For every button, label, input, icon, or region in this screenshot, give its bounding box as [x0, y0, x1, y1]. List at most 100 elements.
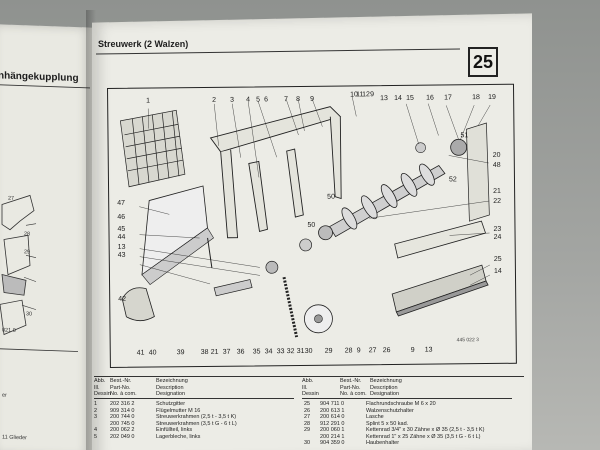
callout-bottom-40: 40 — [149, 349, 157, 356]
callout-top-3: 3 — [230, 97, 234, 104]
callout-bottom-13: 13 — [425, 347, 433, 354]
hdr-nocom-2: No. à com. — [340, 391, 367, 397]
table-row-left-row-part: 202 316 2 — [110, 401, 135, 407]
roller-guard-board — [391, 220, 489, 317]
table-row-right-row-desc: Splint 5 x 50 kad. — [366, 420, 409, 427]
callout-bottom-37: 37 — [223, 349, 231, 356]
callout-left-46: 46 — [117, 214, 125, 221]
callout-top-17: 17 — [444, 94, 452, 101]
diagram-drawing: 1234567891011129131415161718192048212223… — [117, 91, 502, 357]
callout-top-4: 4 — [246, 97, 250, 104]
callout-top-14: 14 — [394, 95, 402, 102]
callout-top-15: 15 — [406, 95, 414, 102]
hdr-abb: Abb. — [94, 378, 106, 384]
hdr-description-2: Description — [370, 384, 398, 391]
col-no-header: Abb. Ill. Dessin — [94, 378, 111, 398]
callout-right-21: 21 — [493, 188, 501, 195]
hdr-bestnr: Best.-Nr. — [110, 378, 132, 384]
leader-lines — [139, 96, 491, 286]
auger-roller — [328, 163, 446, 238]
table-header-rule-left — [94, 398, 294, 399]
callout-bottom-21: 21 — [211, 349, 219, 356]
table-row-left-row-part: 200 062 2 — [110, 427, 135, 433]
left-ref-drawing: 021 0 — [2, 327, 16, 334]
callout-right-20: 20 — [493, 152, 501, 159]
callout-bottom-41: 41 — [137, 350, 145, 357]
table-row-right-row-part: 200 613 1 — [320, 407, 345, 414]
table-row-right-row-part: 912 291 0 — [320, 420, 345, 427]
callout-mid-50: 50 — [307, 222, 315, 229]
table-row-right-row-no: 25 — [304, 401, 311, 407]
table-header-rule-right — [302, 398, 512, 399]
callout-top-9: 9 — [370, 91, 374, 98]
callout-bottom-31: 31 — [297, 348, 305, 355]
book-gutter — [86, 10, 96, 450]
callout-bottom-9: 9 — [411, 347, 415, 354]
callout-top-5: 5 — [256, 96, 260, 103]
callout-top-6: 6 — [264, 96, 268, 103]
table-row-right-row-no: 26 — [304, 407, 311, 414]
callout-left-44: 44 — [118, 234, 126, 241]
col-desc-header-2: Bezeichnung Description Designation — [370, 378, 402, 398]
col-no-header-2: Abb. Ill. Dessin — [302, 378, 319, 398]
callout-top-18: 18 — [472, 94, 480, 101]
table-row-left-row-part: 202 049 0 — [110, 433, 135, 440]
table-row-right-row-part: 904 711 0 — [320, 401, 345, 407]
callout-top-2: 2 — [212, 97, 216, 104]
callout-bottom-33: 33 — [277, 348, 285, 355]
hdr-nocom: No. à com. — [110, 391, 137, 397]
left-ref-28: 28 — [24, 231, 31, 238]
hdr-bestnr-2: Best.-Nr. — [340, 378, 362, 384]
callout-mid-51: 51 — [460, 132, 468, 139]
table-row-right-row-part: 200 060 1 — [320, 427, 345, 433]
callout-bottom-34: 34 — [265, 348, 273, 355]
hdr-bezeichnung: Bezeichnung — [156, 378, 188, 384]
hdr-ill: Ill. — [94, 384, 100, 391]
section-title: Streuwerk (2 Walzen) — [98, 39, 189, 49]
chain-hood — [121, 287, 155, 322]
callout-top-13: 13 — [380, 95, 388, 102]
table-row-right-row-desc: Kettenrad 1" x 25 Zähne x Ø 35 (3,5 t G … — [366, 433, 481, 440]
table-row-left-row-part: 200 744 0 — [110, 414, 135, 420]
callout-right-24: 24 — [494, 234, 502, 241]
callout-bottom-29: 29 — [325, 348, 333, 355]
table-row-left-row-no: 5 — [94, 433, 98, 440]
callout-bottom-32: 32 — [287, 348, 295, 355]
callout-right-22: 22 — [493, 198, 501, 205]
callout-top-16: 16 — [426, 95, 434, 102]
callout-left-45: 45 — [117, 226, 125, 233]
callout-top-11: 11 — [356, 91, 363, 98]
page-number-box: 25 — [468, 47, 498, 77]
table-row-left-row-desc: Lagerbleche, links — [156, 433, 201, 440]
hdr-bezeichnung-2: Bezeichnung — [370, 378, 402, 384]
hdr-description: Description — [156, 384, 184, 391]
table-row-right-row-desc: Haubenhalter — [366, 440, 400, 446]
table-row-right-row-part: 200 614 0 — [320, 414, 345, 420]
table-row-left-row-no: 4 — [94, 427, 98, 433]
callout-bottom-27: 27 — [369, 347, 377, 354]
table-row-left-row-part: 200 745 0 — [110, 420, 135, 427]
hdr-ill-2: Ill. — [302, 384, 308, 391]
callout-bottom-28: 28 — [345, 347, 353, 354]
callout-top-19: 19 — [488, 94, 496, 101]
callout-mid-52: 52 — [449, 176, 457, 183]
callout-left-13: 13 — [118, 244, 126, 251]
table-row-right-row-part: 904 359 0 — [320, 440, 345, 446]
callout-top-9: 9 — [310, 96, 314, 103]
table-row-right-row-no: 28 — [304, 420, 311, 427]
callout-right-25: 25 — [494, 256, 502, 263]
callout-top-12: 12 — [362, 91, 370, 98]
callout-mid-50: 50 — [327, 194, 335, 201]
table-row-left-row-desc: Schutzgitter — [156, 401, 186, 407]
callout-bottom-9: 9 — [357, 347, 361, 354]
callout-top-8: 8 — [296, 96, 300, 103]
table-row-left-row-desc: Streuwerkrahmen (2,5 t - 3,5 t K) — [156, 414, 237, 420]
table-row-right-row-desc: Flachrundschraube M 6 x 20 — [366, 401, 436, 407]
table-top-rule — [94, 376, 524, 377]
table-row-left-row-part: 909 314 0 — [110, 407, 135, 414]
table-row-right-row-desc: Walzenschutzhalter — [366, 407, 414, 414]
callout-bottom-39: 39 — [177, 349, 185, 356]
hdr-dessin: Dessin — [94, 391, 111, 397]
table-row-right-row-desc: Kettenrad 3/4" x 30 Zähne x Ø 35 (2,5 t … — [366, 427, 485, 433]
